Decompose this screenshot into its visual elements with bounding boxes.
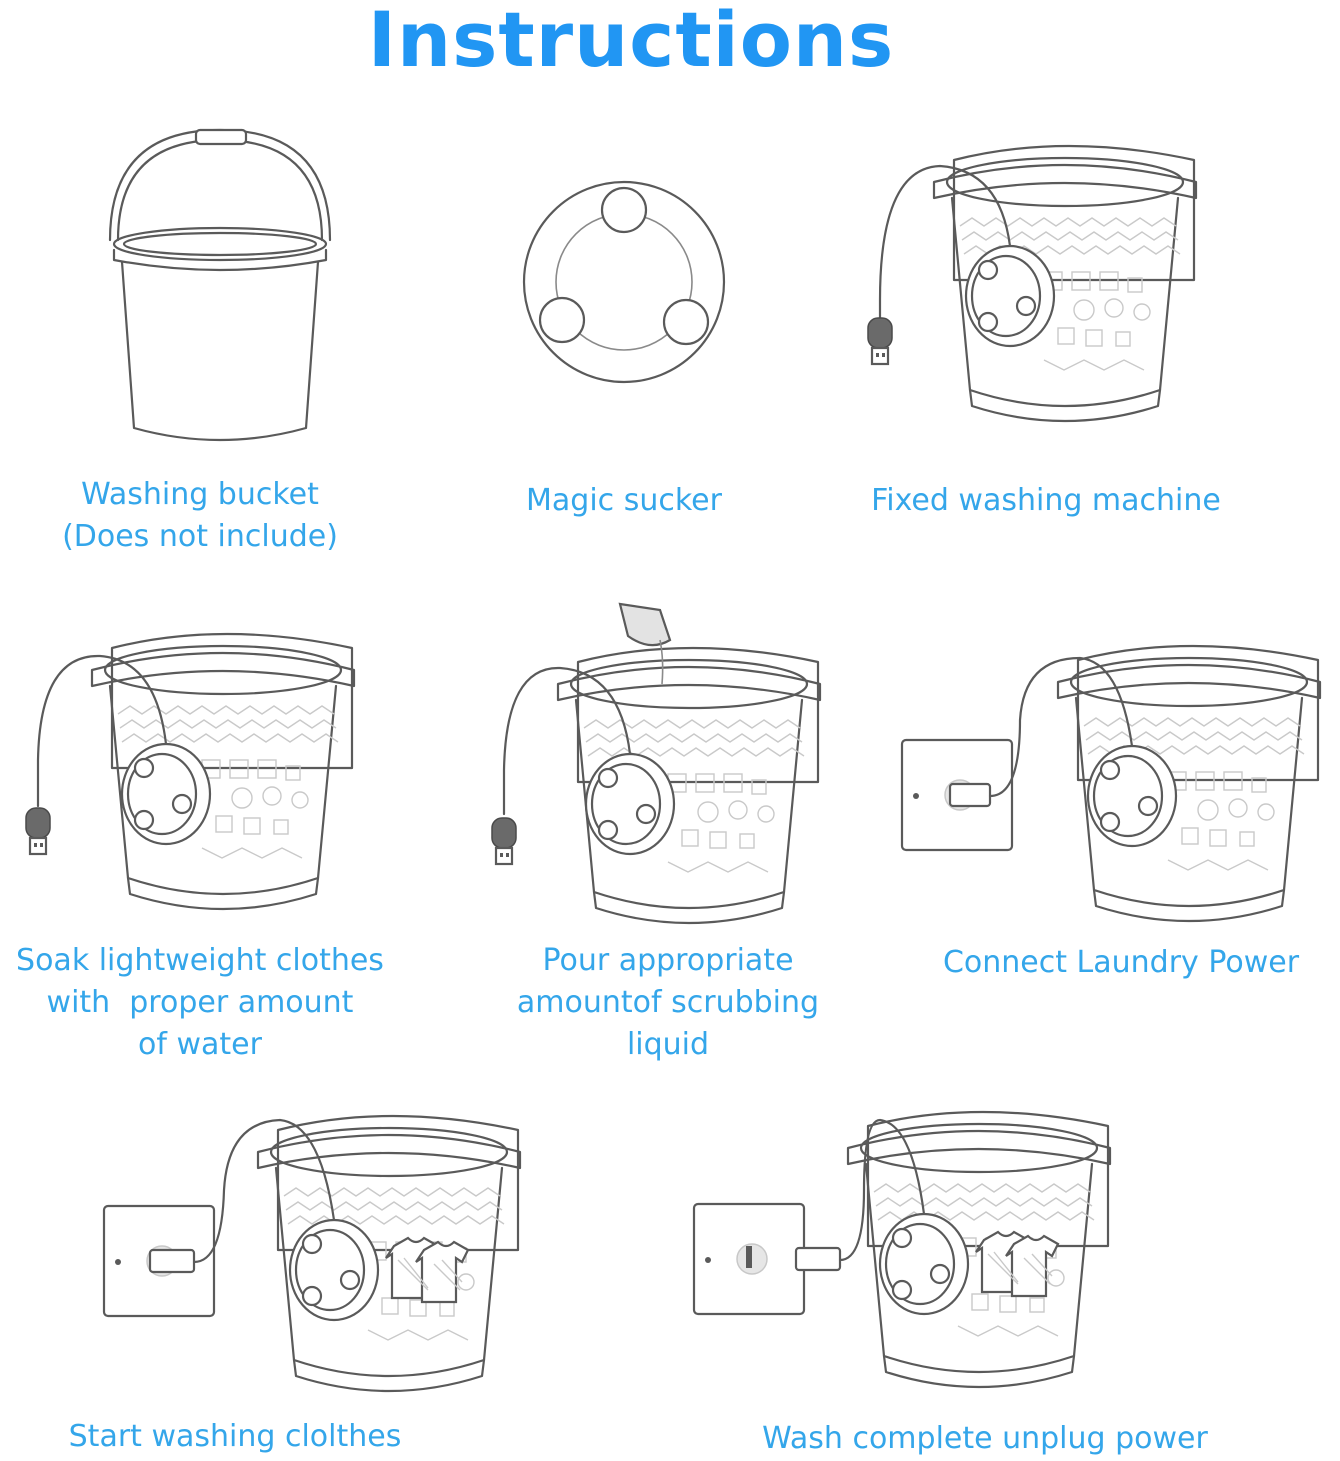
- caption-connect-power: Connect Laundry Power: [942, 945, 1300, 980]
- start-washing-icon: [102, 1114, 522, 1393]
- caption-unplug-power: Wash complete unplug power: [762, 1421, 1208, 1456]
- caption-soak-clothes: Soak lightweight clothes with proper amo…: [16, 943, 384, 1062]
- unplug-icon: [692, 1110, 1112, 1389]
- sucker-icon: [522, 180, 726, 384]
- fixed-washer-icon: [866, 144, 1198, 423]
- caption-fixed-washing-machine: Fixed washing machine: [871, 483, 1221, 518]
- caption-washing-bucket: Washing bucket (Does not include): [62, 477, 338, 554]
- bucket-icon: [108, 128, 332, 442]
- page-title: Instructions: [367, 0, 895, 84]
- soak-icon: [24, 632, 356, 911]
- pour-liquid-icon: [490, 602, 822, 925]
- connect-power-icon: [900, 644, 1322, 923]
- caption-magic-sucker: Magic sucker: [526, 483, 722, 518]
- caption-pour-liquid: Pour appropriate amountof scrubbing liqu…: [516, 943, 820, 1062]
- caption-start-washing: Start washing clolthes: [68, 1419, 402, 1454]
